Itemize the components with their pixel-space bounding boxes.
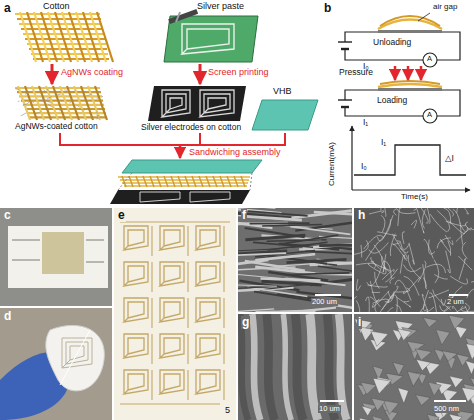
panel-letter: i — [357, 316, 362, 329]
process-label: Sandwiching assembly — [188, 148, 282, 158]
screen-printing-mesh — [164, 9, 258, 62]
photo-panel — [0, 208, 112, 306]
process-label: Screen printing — [207, 68, 270, 78]
process-label: AgNWs coating — [60, 68, 124, 78]
annotation-label: Pressure — [338, 68, 374, 77]
current-symbol: I₁ — [362, 118, 369, 127]
coated-cotton — [15, 86, 107, 120]
axis-label: Current(mA) — [328, 141, 337, 187]
annotation-label: air gap — [432, 3, 458, 12]
process-arrow — [52, 64, 200, 84]
cotton-mesh — [15, 12, 113, 62]
scale-bar-label: 500 nm — [433, 405, 460, 413]
material-label: Silver electrodes on cotton — [140, 123, 242, 132]
electrode-print — [148, 86, 246, 121]
material-label: Cotton — [42, 2, 71, 12]
current-symbol: I₀ — [360, 162, 368, 171]
state-label: Unloading — [372, 38, 412, 47]
panel-letter: b — [323, 2, 332, 15]
ammeter-symbol: A — [426, 55, 433, 63]
photo-panel — [114, 208, 236, 420]
panel-letter: a — [3, 2, 12, 15]
vhb-film — [252, 100, 318, 130]
ammeter-symbol: A — [426, 111, 433, 119]
panel-letter: f — [241, 209, 247, 222]
current-symbol: I₁ — [380, 138, 387, 147]
scale-bar — [315, 295, 468, 401]
current-graph — [352, 126, 470, 190]
panel-letter: h — [357, 209, 366, 222]
sandwich-stack — [110, 160, 262, 204]
scale-bar-label: 10 um — [318, 405, 341, 413]
material-label: Silver paste — [196, 2, 245, 12]
material-label: VHB — [272, 87, 293, 97]
panel-letter: g — [241, 316, 250, 329]
circuit-diagram — [338, 13, 460, 123]
panel-letter: d — [3, 310, 12, 323]
photo-panel — [0, 308, 112, 420]
scale-bar-label: 2 um — [446, 298, 465, 306]
delta-label: △I — [444, 154, 455, 163]
state-label: Loading — [376, 96, 408, 105]
sem-image — [351, 191, 474, 328]
panel-letter: c — [3, 209, 12, 222]
callout-number: 5 — [224, 406, 231, 416]
panel-letter: e — [117, 209, 126, 222]
assembly-bracket — [60, 133, 285, 158]
scale-bar-label: 200 um — [311, 298, 338, 306]
material-label: AgNWs-coated cotton — [14, 122, 99, 131]
sem-image — [238, 314, 362, 420]
axis-label: Time(s) — [400, 193, 429, 202]
sem-image — [354, 314, 474, 420]
